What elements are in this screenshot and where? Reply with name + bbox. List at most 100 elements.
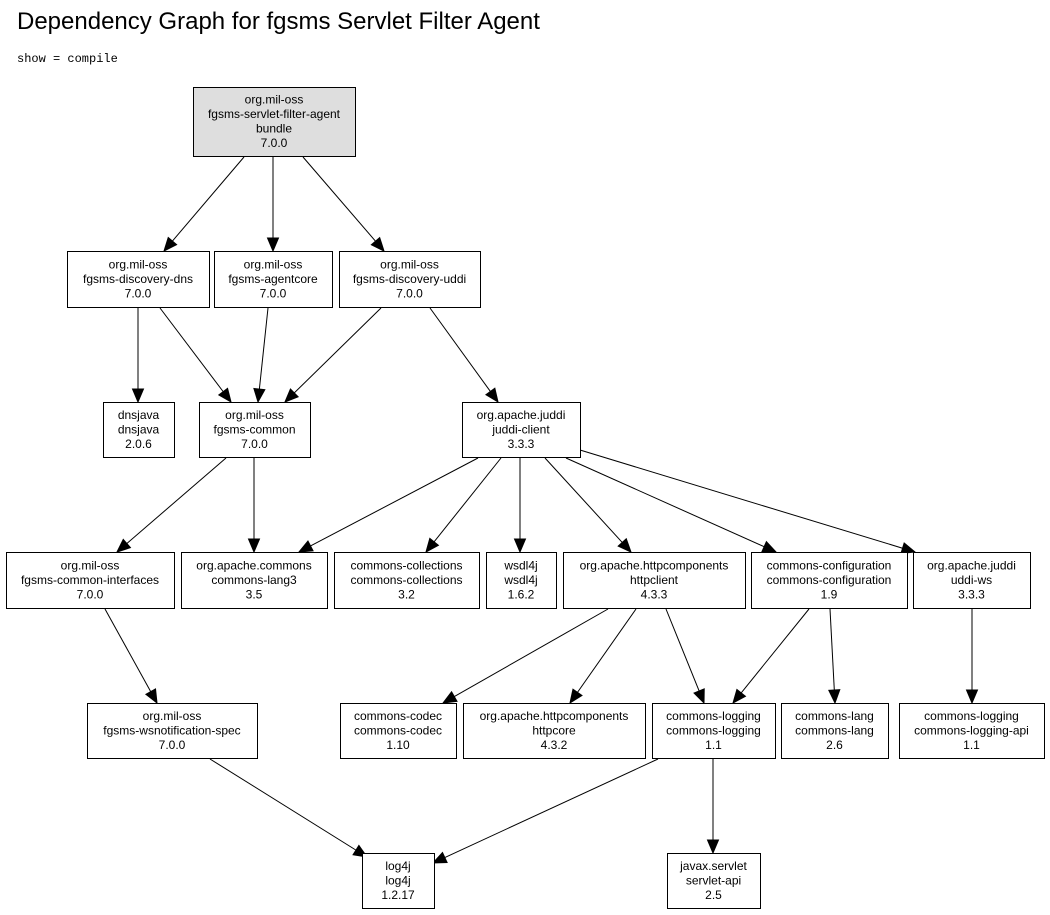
node-box <box>103 402 175 458</box>
node-label-line: commons-collections <box>350 573 462 587</box>
arrowhead <box>761 540 778 553</box>
edge-line <box>172 156 245 242</box>
edge-line <box>310 457 479 547</box>
edge-uddiws-to-loggingapi <box>965 609 979 705</box>
node-label-line: servlet-api <box>686 873 741 887</box>
node-label-line: commons-codec <box>354 723 442 737</box>
node-label-line: 4.3.2 <box>541 738 568 752</box>
nodes-layer: org.mil-ossfgsms-servlet-filter-agentbun… <box>6 87 1045 909</box>
node-label-line: 7.0.0 <box>125 286 152 300</box>
node-label-line: uddi-ws <box>951 573 992 587</box>
edge-juddiclient-to-wsdl4j <box>513 458 527 554</box>
node-box <box>340 703 457 759</box>
edge-line <box>740 608 810 694</box>
edge-line <box>665 608 700 692</box>
node-label-line: 1.9 <box>821 587 838 601</box>
arrowhead <box>900 542 917 555</box>
node-label-line: 3.5 <box>246 587 263 601</box>
node-box <box>214 251 333 308</box>
node-label-line: 7.0.0 <box>77 587 104 601</box>
node-box <box>199 402 311 458</box>
node-label-line: dnsjava <box>118 408 160 422</box>
edge-line <box>433 457 502 543</box>
node-label-line: fgsms-agentcore <box>228 272 318 286</box>
edge-wsnotif-to-log4j <box>209 758 369 858</box>
arrowhead <box>441 690 458 704</box>
edge-line <box>544 457 623 543</box>
node-label-line: fgsms-servlet-filter-agent <box>208 107 341 121</box>
node-label-line: 1.6.2 <box>508 587 535 601</box>
arrowhead <box>297 540 314 553</box>
node-label-line: 7.0.0 <box>260 286 287 300</box>
node-box <box>463 703 646 759</box>
node-label-line: org.mil-oss <box>109 257 168 271</box>
node-label-line: fgsms-discovery-uddi <box>353 272 466 286</box>
edge-line <box>444 758 659 858</box>
edge-dns-to-common <box>159 307 232 404</box>
node-label-line: org.apache.commons <box>196 558 311 572</box>
node-label-line: log4j <box>385 859 410 873</box>
node-label-line: org.apache.httpcomponents <box>580 558 729 572</box>
node-label-line: org.apache.httpcomponents <box>480 709 629 723</box>
node-label-line: httpclient <box>630 573 679 587</box>
node-box <box>6 552 175 609</box>
node-label-line: org.apache.juddi <box>927 558 1016 572</box>
node-label-line: org.mil-oss <box>245 93 304 107</box>
edge-juddiclient-to-uddiws <box>579 449 917 555</box>
node-label-line: org.mil-oss <box>61 558 120 572</box>
node-label-line: httpcore <box>532 723 576 737</box>
edge-commoninterfaces-to-wsnotif <box>104 608 158 705</box>
arrowhead <box>693 688 705 705</box>
node-box <box>339 251 481 308</box>
edges-layer <box>104 156 979 864</box>
arrowhead <box>569 688 583 705</box>
arrowhead <box>706 839 720 855</box>
edge-configuration-to-lang <box>828 608 841 705</box>
node-label-line: org.mil-oss <box>143 709 202 723</box>
node-box <box>563 552 746 609</box>
node-label-line: log4j <box>385 873 410 887</box>
edge-logging-to-log4j <box>431 758 659 864</box>
edge-line <box>429 307 491 392</box>
arrowhead <box>431 851 448 864</box>
edge-agent-to-dns <box>163 156 245 252</box>
node-box <box>193 87 356 157</box>
arrowhead <box>485 387 499 404</box>
arrowhead <box>513 538 527 554</box>
arrowhead <box>370 236 385 252</box>
arrowhead <box>163 236 178 252</box>
node-label-line: commons-logging-api <box>914 723 1029 737</box>
node-label-line: org.mil-oss <box>380 257 439 271</box>
node-label-line: javax.servlet <box>679 859 747 873</box>
node-label-line: commons-logging <box>924 709 1019 723</box>
node-box <box>781 703 889 759</box>
node-box <box>486 552 557 609</box>
node-box <box>462 402 581 458</box>
node-box <box>67 251 210 308</box>
arrowhead <box>732 688 747 704</box>
node-box <box>751 552 908 609</box>
node-label-line: bundle <box>256 122 292 136</box>
node-label-line: commons-lang <box>795 723 874 737</box>
node-label-line: 1.1 <box>705 738 722 752</box>
node-label-line: 7.0.0 <box>159 738 186 752</box>
node-box <box>667 853 761 909</box>
edge-uddi-to-common <box>284 307 382 403</box>
edge-line <box>209 758 357 851</box>
edge-line <box>159 307 224 392</box>
edge-line <box>577 608 637 693</box>
node-label-line: 1.2.17 <box>381 888 415 902</box>
